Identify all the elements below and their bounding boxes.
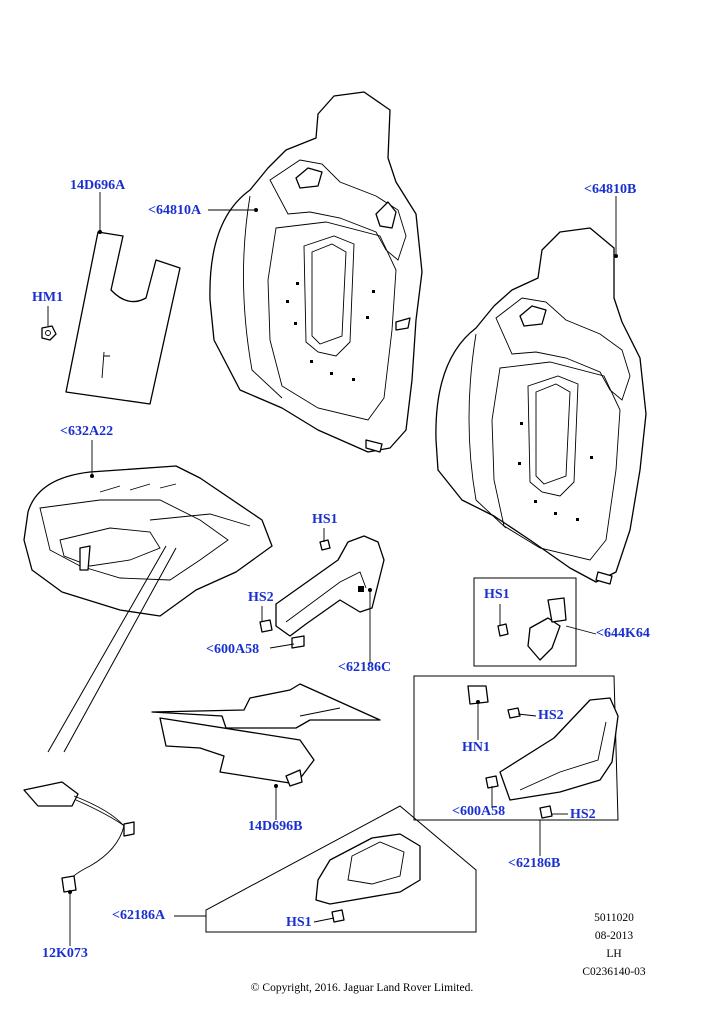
wiring-harness <box>23 781 135 893</box>
copyright-notice: © Copyright, 2016. Jaguar Land Rover Lim… <box>250 982 474 994</box>
detail-box-644k64 <box>473 577 577 667</box>
hm1-nut-icon <box>41 325 57 341</box>
label-hs2-left: HS2 <box>248 590 274 605</box>
diagram-metadata: 5011020 08-2013 LH C0236140-03 <box>572 909 656 981</box>
diagram-code: 5011020 <box>594 912 634 924</box>
seat-back-heater-mat <box>65 231 181 405</box>
diagram-date: 08-2013 <box>594 930 634 942</box>
label-62186c: <62186C <box>338 660 392 675</box>
label-644k64: <644K64 <box>596 626 650 641</box>
seat-back-a <box>209 91 423 453</box>
label-hs1-box: HS1 <box>484 587 510 602</box>
label-600a58-left: <600A58 <box>206 642 260 657</box>
seat-back-b <box>435 227 647 585</box>
leader-lines <box>47 545 177 753</box>
diagram-ref: C0236140-03 <box>582 966 646 978</box>
seat-cushion-heater-mat <box>151 683 381 787</box>
label-62186a: <62186A <box>112 908 166 923</box>
label-hs2-box-upper: HS2 <box>538 708 564 723</box>
label-14d696b: 14D696B <box>248 819 303 834</box>
detail-box-62186a <box>205 805 477 933</box>
screw-icons-left <box>259 539 331 633</box>
label-hs2-box-lower: HS2 <box>570 807 596 822</box>
label-64810a: <64810A <box>148 203 202 218</box>
label-14d696a: 14D696A <box>70 178 126 193</box>
diagram-side: LH <box>606 948 622 960</box>
label-hn1: HN1 <box>462 740 490 755</box>
leader-dots <box>68 208 618 894</box>
label-hm1: HM1 <box>32 290 64 305</box>
side-trim-c <box>275 535 385 649</box>
label-600a58-right: <600A58 <box>452 804 506 819</box>
label-62186b: <62186B <box>508 856 561 871</box>
label-leaders <box>47 192 617 946</box>
label-12k073: 12K073 <box>42 946 88 961</box>
label-64810b: <64810B <box>584 182 637 197</box>
label-hs1-lower: HS1 <box>286 915 312 930</box>
detail-box-62186b <box>413 675 619 821</box>
seat-cushion <box>23 465 273 617</box>
label-632a22: <632A22 <box>60 424 114 439</box>
label-hs1-upper: HS1 <box>312 512 338 527</box>
